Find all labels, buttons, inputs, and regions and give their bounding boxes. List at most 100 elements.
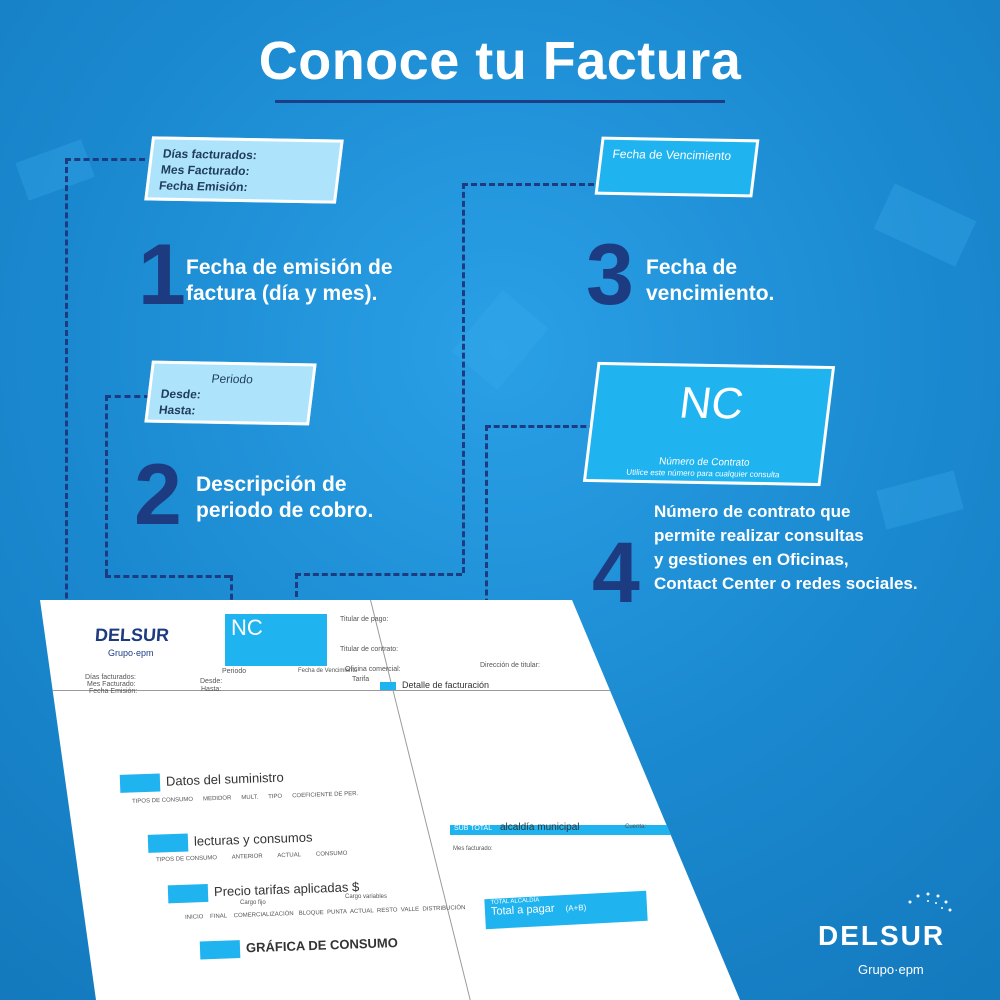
invoice-section-lecturas: lecturas y consumos <box>147 829 313 853</box>
invoice-divider <box>40 690 740 691</box>
invoice-label: Mes facturado: <box>453 846 493 852</box>
card-line: Hasta: <box>158 402 197 418</box>
sunburst-icon <box>908 892 952 912</box>
invoice-label: Titular de contrato: <box>340 646 399 653</box>
step-number: 2 <box>134 447 182 543</box>
chart-icon <box>199 940 241 960</box>
col-label: PUNTA <box>326 909 348 916</box>
invoice-section-grafica: GRÁFICA DE CONSUMO <box>199 934 399 960</box>
step-line: Descripción de <box>196 473 347 496</box>
connector-3 <box>462 183 594 186</box>
connector-3 <box>462 183 465 573</box>
col-label: INICIO <box>184 914 204 921</box>
invoice-label: Oficina comercial: <box>345 666 401 673</box>
invoice-label: Periodo <box>222 668 247 675</box>
col-label: TIPO <box>268 793 283 801</box>
col-label: DISTRIBUCIÓN <box>422 905 466 913</box>
section-label: Precio tarifas aplicadas $ <box>213 879 360 900</box>
invoice-nc-box: NC <box>225 614 327 666</box>
step-line: vencimiento. <box>646 282 775 305</box>
invoice-label: Titular de pago: <box>340 616 389 623</box>
col-label: TIPOS DE CONSUMO <box>155 855 218 864</box>
invoice-label: Tarifa <box>352 676 370 683</box>
col-label: TIPOS DE CONSUMO <box>131 796 194 805</box>
coins-icon <box>167 883 209 904</box>
connector-2 <box>105 395 150 398</box>
invoice-label: Días facturados: <box>85 674 136 681</box>
step-line: permite realizar consultas <box>654 526 864 545</box>
step-line: Fecha de emisión de <box>186 256 393 279</box>
step-text: Número de contrato que permite realizar … <box>654 500 918 596</box>
invoice-section-datos: Datos del suministro <box>119 769 284 793</box>
connector-2 <box>105 395 108 575</box>
card-periodo: Periodo Desde: Hasta: <box>144 360 317 426</box>
col-label: FINAL <box>209 913 228 921</box>
invoice-label: Fecha Emisión: <box>89 688 138 695</box>
card-line: Fecha Emisión: <box>158 178 249 195</box>
detalle-icon <box>380 681 396 690</box>
page-title: Conoce tu Factura <box>258 31 742 91</box>
col-label: CONSUMO <box>315 850 348 858</box>
invoice-cols: INICIO FINAL COMERCIALIZACIÓN BLOQUE PUN… <box>185 905 466 921</box>
connector-1 <box>65 158 68 680</box>
step-line: y gestiones en Oficinas, <box>654 550 849 569</box>
step-line: periodo de cobro. <box>196 499 374 522</box>
section-label: Datos del suministro <box>165 769 284 789</box>
col-label: COEFICIENTE DE PER. <box>292 791 359 800</box>
invoice-label: Cargo fijo <box>240 900 266 906</box>
card-emision: Días facturados: Mes Facturado: Fecha Em… <box>144 136 344 204</box>
step-line: Número de contrato que <box>654 502 851 521</box>
invoice-label: Dirección de titular: <box>480 662 540 669</box>
total-suffix: (A+B) <box>565 902 587 914</box>
brand-logo: DELSUR <box>818 920 946 951</box>
invoice-cols: TIPOS DE CONSUMO MEDIDOR MULT. TIPO COEF… <box>132 791 358 805</box>
step-text: Fecha de emisión de factura (día y mes). <box>186 255 393 307</box>
col-label: RESTO <box>376 907 398 915</box>
invoice-preview: NC Titular de pago: Titular de contrato:… <box>40 600 740 1000</box>
step-number: 3 <box>586 227 634 323</box>
col-label: VALLE <box>400 906 420 914</box>
connector-4 <box>485 425 595 428</box>
invoice-total-bar: TOTAL ALCALDÍA Total a pagar (A+B) <box>484 890 648 930</box>
card-big: NC <box>676 378 747 429</box>
connector-2 <box>105 575 230 578</box>
step-text: Descripción de periodo de cobro. <box>196 472 373 524</box>
invoice-subtotal-bar: SUB TOTAL <box>450 825 688 835</box>
invoice-label: Fecha de Vencimiento <box>298 668 358 674</box>
invoice-cols: TIPOS DE CONSUMO ANTERIOR ACTUAL CONSUMO <box>156 851 347 864</box>
step-number: 4 <box>592 525 640 621</box>
alcaldia-label: alcaldía municipal <box>500 822 580 833</box>
section-label: GRÁFICA DE CONSUMO <box>245 934 399 956</box>
invoice-label: Desde: <box>200 678 223 685</box>
invoice-alcaldia: alcaldía municipal <box>460 822 580 833</box>
col-label: ANTERIOR <box>231 853 263 861</box>
connector-4 <box>485 425 488 632</box>
invoice-logo: DELSUR <box>94 625 170 645</box>
col-label: BLOQUE <box>298 910 324 917</box>
subtotal-label: SUB TOTAL <box>454 825 493 832</box>
chart-icon <box>147 833 189 853</box>
card-contrato: NC Número de Contrato Utilice este númer… <box>582 361 836 487</box>
section-label: Detalle de facturación <box>402 680 490 690</box>
invoice-label: Cargo variables <box>345 894 388 900</box>
card-vencimiento: Fecha de Vencimiento <box>594 136 760 198</box>
col-label: ACTUAL <box>349 908 374 916</box>
step-number: 1 <box>138 227 186 323</box>
col-label: MULT. <box>241 794 259 802</box>
section-label: lecturas y consumos <box>193 829 313 849</box>
step-line: Fecha de <box>646 256 738 279</box>
title-underline <box>275 100 725 103</box>
brand-sub: Grupo·epm <box>858 962 924 977</box>
invoice-label: Hasta: <box>201 686 222 693</box>
invoice-label: Cuenta: <box>625 824 647 830</box>
card-line: Fecha de Vencimiento <box>611 146 732 163</box>
connector-1 <box>65 158 145 161</box>
col-label: COMERCIALIZACIÓN <box>233 911 294 920</box>
meter-icon <box>119 773 161 793</box>
invoice-section-detalle: Detalle de facturación <box>380 680 489 690</box>
col-label: MEDIDOR <box>202 795 232 803</box>
connector-3 <box>295 573 462 576</box>
col-label: ACTUAL <box>277 852 302 860</box>
invoice-label: Mes Facturado: <box>87 681 136 688</box>
total-label: Total a pagar <box>490 902 555 918</box>
